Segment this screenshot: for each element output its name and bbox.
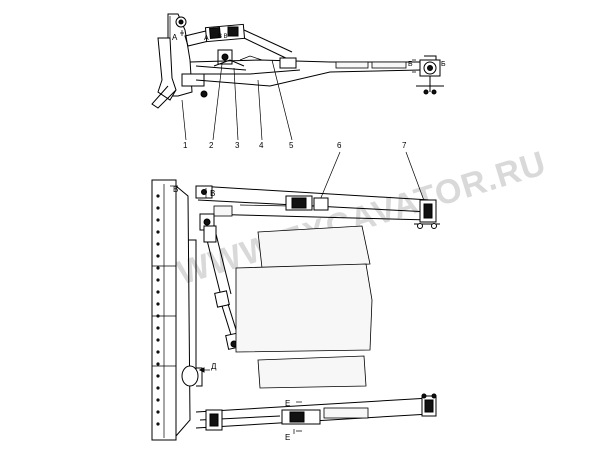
bolt-hole xyxy=(156,218,160,222)
bolt-hole xyxy=(156,242,160,246)
lower-trunnion xyxy=(421,393,437,417)
lower-push-beam xyxy=(195,397,431,431)
mark-a-pair: А xyxy=(204,35,209,42)
bolt-hole xyxy=(156,230,160,234)
blade-bolt-holes xyxy=(156,194,160,426)
bolt-hole xyxy=(156,206,160,210)
blade-mount xyxy=(181,365,199,387)
mark-e-top: Е xyxy=(285,399,290,408)
tilt-cylinder xyxy=(184,23,293,65)
callout-6: 6 xyxy=(337,141,342,150)
bolt-hole xyxy=(156,410,160,414)
callout-3: 3 xyxy=(235,141,240,150)
bolt-hole xyxy=(156,386,160,390)
bolt-hole xyxy=(156,422,160,426)
callout-5: 5 xyxy=(289,141,294,150)
callout-7: 7 xyxy=(402,141,407,150)
callout-4: 4 xyxy=(259,141,264,150)
blade-side xyxy=(151,13,208,109)
bolt-hole xyxy=(156,314,160,318)
bolt-hole xyxy=(156,302,160,306)
bolt-hole xyxy=(156,194,160,198)
bolt-hole xyxy=(156,290,160,294)
bolt-hole xyxy=(156,398,160,402)
mark-b-left: Б xyxy=(408,61,413,68)
bolt-hole xyxy=(156,338,160,342)
bolt-hole xyxy=(156,326,160,330)
mark-a-top: А xyxy=(172,33,178,42)
mark-v-left: В xyxy=(173,185,178,194)
bolt-hole xyxy=(156,374,160,378)
mark-v-right: В xyxy=(210,189,215,198)
bolt-hole xyxy=(156,362,160,366)
side-view: А А В В Б Б 1 2 3 4 5 xyxy=(151,13,446,150)
bolt-hole xyxy=(156,350,160,354)
bolt-hole xyxy=(156,278,160,282)
mark-e-bottom: Е xyxy=(285,433,290,442)
mark-small-label: В В xyxy=(218,34,228,40)
upper-trunnion xyxy=(414,199,440,229)
callout-2: 2 xyxy=(209,141,214,150)
track-outlines xyxy=(235,225,373,389)
push-frame-side xyxy=(189,55,421,87)
upper-push-beam xyxy=(197,185,431,221)
trunnion-side xyxy=(416,55,444,95)
plan-view: 6 7 xyxy=(151,141,440,442)
blade-plan xyxy=(151,179,197,441)
callout-1: 1 xyxy=(183,141,188,150)
mark-b-right: Б xyxy=(441,61,446,68)
bolt-hole xyxy=(156,254,160,258)
mark-d: Д xyxy=(211,362,217,371)
bolt-hole xyxy=(156,266,160,270)
